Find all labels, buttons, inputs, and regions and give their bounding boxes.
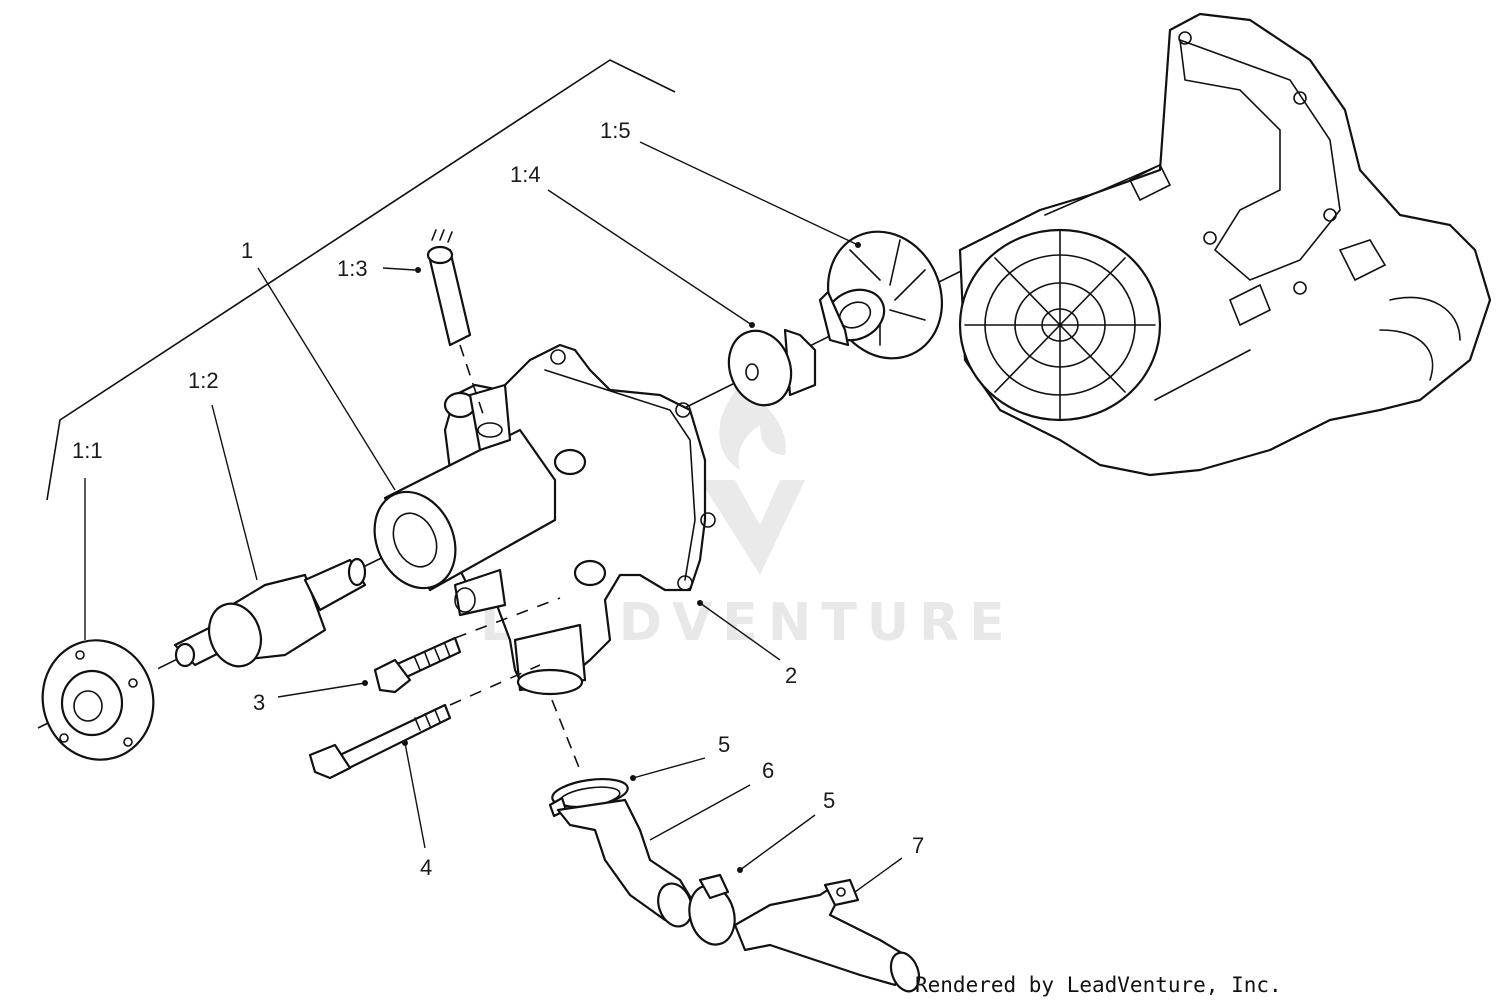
seal-part-1-4 [727,328,817,407]
callout-3: 3 [253,690,265,715]
pin-part-1-3 [426,229,486,421]
callout-1-5: 1:5 [600,118,631,143]
callout-1-1: 1:1 [72,438,103,463]
callout-7: 7 [912,833,924,858]
callout-6: 6 [762,758,774,783]
pipe-part-7 [733,878,921,993]
callout-1-3: 1:3 [337,256,368,281]
hose-clamp-part-5-lower [688,873,736,946]
hose-part-6 [556,798,697,928]
callout-4: 4 [420,855,432,880]
callout-1-4: 1:4 [510,162,541,187]
callout-labels: 1:1 1:2 1 1:3 1:4 1:5 2 3 4 5 6 5 7 [72,118,924,880]
callout-5-lower: 5 [823,788,835,813]
callout-5-upper: 5 [718,732,730,757]
assembly-bracket [46,59,676,501]
leader-lines [84,141,903,893]
callout-1: 1 [241,238,253,263]
pulley-flange-part-1-1 [41,639,155,761]
render-credit: Rendered by LeadVenture, Inc. [915,973,1282,997]
callout-1-2: 1:2 [188,368,219,393]
impeller-part-1-5 [818,230,944,360]
engine-block [958,12,1492,477]
shaft-part-1-2 [173,557,367,668]
water-pump-housing-part-1 [373,343,716,696]
callout-2: 2 [785,663,797,688]
short-bolt-part-3 [373,636,462,694]
long-bolt-part-4 [308,703,452,780]
